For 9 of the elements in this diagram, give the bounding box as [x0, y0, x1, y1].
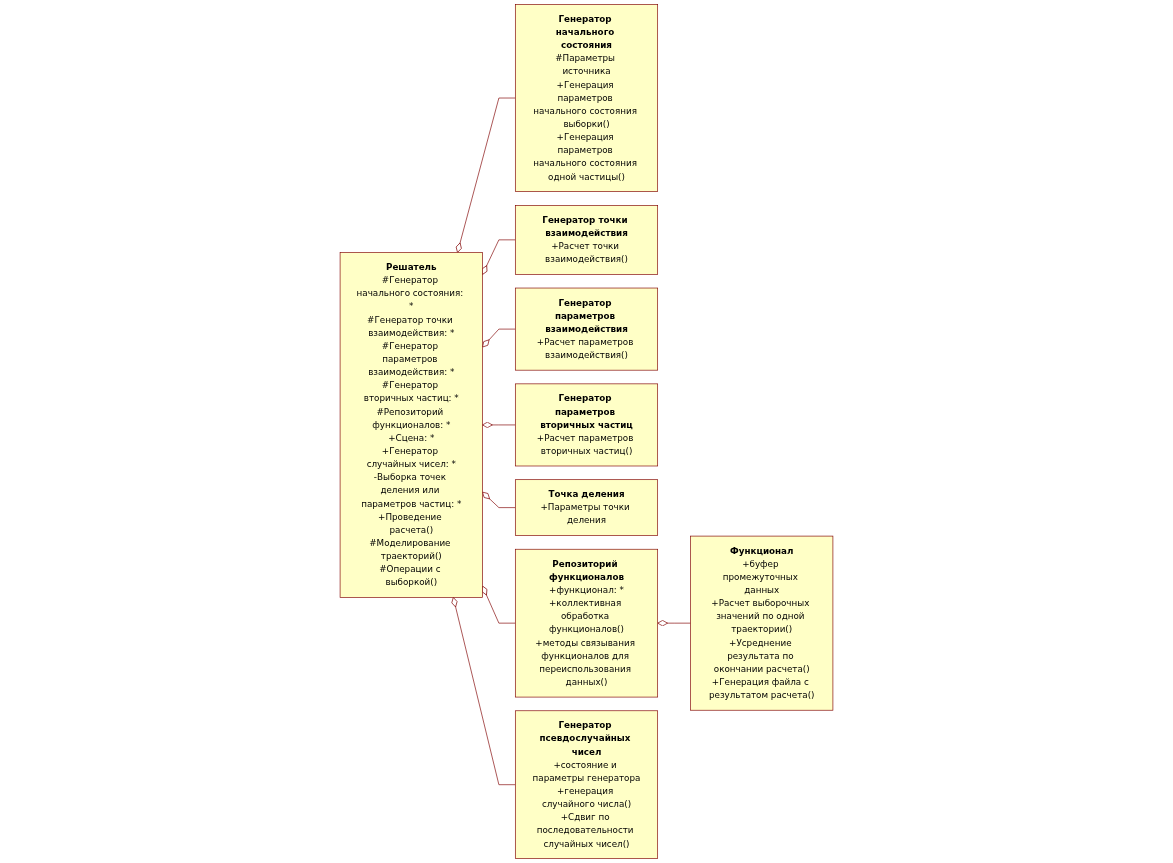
node-box: Репозиторий функционалов +функционал: * +коллективная обработка функционалов() +методы связывания функционалов для переиспользования данных() [514, 548, 659, 698]
node-box: Решатель #Генератор начального состояния: * #Генератор точки взаимодействия: * #Генератор параметров взаимодействия: * #Генератор вторичных частиц: * #Репозиторий функционалов: * +Сцена: * +Генератор случайных чисел: * -Выборка точек деления или параметров частиц: * +Проведение расчета() #Моделирование траекторий() #Операции с выборкой() [339, 252, 483, 598]
node-box: Генератор параметров взаимодействия +Расчет параметров взаимодействия() [514, 287, 659, 371]
node-box: Генератор начального состояния #Параметры источника +Генерация параметров начального состояния выборки() +Генерация параметров начального состояния одной частицы() [514, 4, 659, 192]
node-box: Точка деления +Параметры точки деления [514, 479, 659, 536]
node-box: Функционал +буфер промежуточных данных +Расчет выборочных значений по одной траектории() +Усреднение результата по окончании расчета() +Генерация файла с результатом расчета() [690, 535, 834, 711]
node-box: Генератор псевдослучайных чисел +состояние и параметры генератора +генерация случайного числа() +Сдвиг по последовательности случайных чисел() [514, 710, 659, 859]
node-box: Генератор параметров вторичных частиц +Расчет параметров вторичных частиц() [514, 383, 659, 467]
node-box: Генератор точки взаимодействия +Расчет точки взаимодействия() [514, 205, 659, 275]
